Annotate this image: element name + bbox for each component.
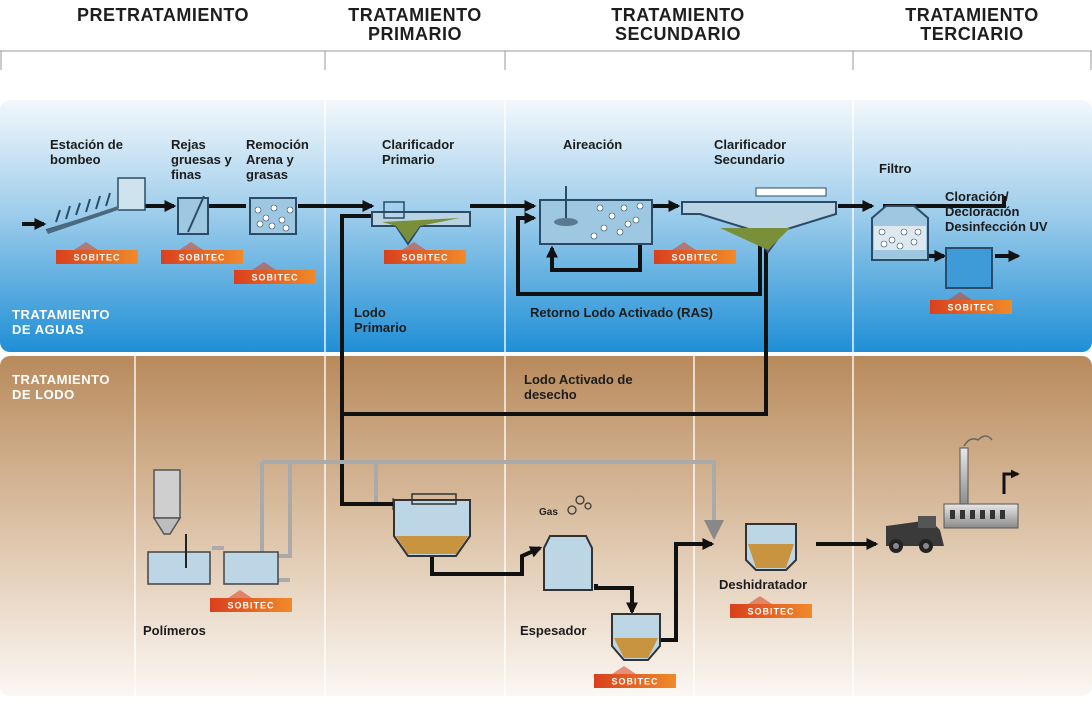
label-dewatering: Deshidratador (719, 577, 808, 592)
label-primary-clarifier: Clarificador Primario (382, 137, 455, 167)
label-aeration: Aireación (563, 137, 623, 152)
label-screens: Rejas gruesas y finas (171, 137, 232, 182)
svg-text:SOBITEC: SOBITEC (227, 601, 274, 611)
brand-badges: SOBITEC SOBITEC SOBITEC SOBITEC SOBITEC SOBIT… (56, 242, 1012, 688)
sobitec-logo-badge: SOBITEC (654, 242, 736, 264)
sobitec-logo-badge: SOBITEC (594, 666, 676, 688)
stage-header-secondary: TRATAMIENTO SECUNDARIO (611, 5, 745, 44)
sobitec-logo-badge: SOBITEC (161, 242, 243, 264)
svg-text:SOBITEC: SOBITEC (611, 677, 658, 687)
label-pumping-station: Estación de bombeo (50, 137, 123, 167)
zone-label-sludge: TRATAMIENTO DE LODO (12, 372, 110, 402)
sobitec-logo-badge: SOBITEC (56, 242, 138, 264)
dewatering-tank (745, 523, 797, 571)
label-thickener: Espesador (520, 623, 587, 638)
svg-text:SOBITEC: SOBITEC (251, 273, 298, 283)
primary-clarifier-tank (371, 201, 471, 246)
pumping-station-equipment (45, 177, 146, 234)
svg-text:SOBITEC: SOBITEC (671, 253, 718, 263)
label-gas: Gas (539, 507, 558, 518)
grit-chamber (249, 197, 297, 235)
polymer-equipment (147, 469, 279, 585)
svg-text:SOBITEC: SOBITEC (178, 253, 225, 263)
label-waste-sludge: Lodo Activado de desecho (524, 372, 633, 402)
svg-text:SOBITEC: SOBITEC (747, 607, 794, 617)
aeration-tank (539, 186, 653, 245)
sludge-flow-lines (340, 214, 879, 642)
svg-text:SOBITEC: SOBITEC (401, 253, 448, 263)
sobitec-logo-badge: SOBITEC (930, 292, 1012, 314)
svg-text:SOBITEC: SOBITEC (73, 253, 120, 263)
label-secondary-clarifier: Clarificador Secundario (714, 137, 787, 167)
thickener-digester (543, 495, 593, 591)
sobitec-logo-badge: SOBITEC (234, 262, 316, 284)
secondary-clarifier-tank (681, 187, 837, 254)
screens-tank (177, 195, 209, 235)
sobitec-logo-badge: SOBITEC (384, 242, 466, 264)
label-primary-sludge: Lodo Primario (354, 305, 407, 335)
factory-icon (943, 435, 1020, 529)
disinfection-tank (945, 247, 993, 289)
sobitec-logo-badge: SOBITEC (730, 596, 812, 618)
zone-label-water: TRATAMIENTO DE AGUAS (12, 307, 110, 337)
label-polymers: Polímeros (143, 623, 206, 638)
header-grid (0, 50, 1092, 70)
label-filter: Filtro (879, 161, 912, 176)
label-grit-removal: Remoción Arena y grasas (246, 137, 309, 182)
sludge-settling-tank (393, 493, 471, 557)
filter-unit (871, 205, 929, 261)
label-ras: Retorno Lodo Activado (RAS) (530, 305, 713, 320)
ras-loop (516, 212, 762, 296)
thickener-tank (611, 613, 661, 661)
stage-header-pretreatment: PRETRATAMIENTO (77, 5, 249, 25)
stage-header-tertiary: TRATAMIENTO TERCIARIO (905, 5, 1039, 44)
truck-icon (886, 516, 944, 553)
sobitec-logo-badge: SOBITEC (210, 590, 292, 612)
stage-header-primary: TRATAMIENTO PRIMARIO (348, 5, 482, 44)
label-disinfection: Cloración/ Decloración Desinfección UV (945, 189, 1048, 234)
svg-text:SOBITEC: SOBITEC (947, 303, 994, 313)
